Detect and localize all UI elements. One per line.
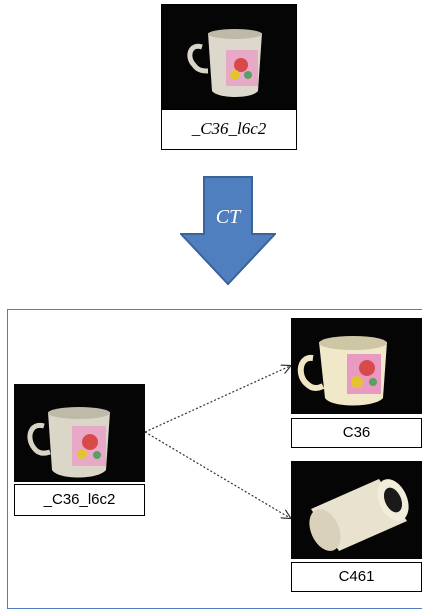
match-label: C36 (291, 418, 422, 448)
mug-photo-icon (291, 318, 422, 414)
transform-label: CT (215, 206, 241, 228)
source-label: _C36_l6c2 (14, 484, 145, 516)
query-label: _C36_l6c2 (162, 109, 296, 149)
query-card: _C36_l6c2 (161, 4, 297, 150)
query-mug-photo (162, 5, 296, 109)
roll-photo-icon (291, 461, 422, 559)
source-mug-photo (14, 384, 145, 482)
match-roll-photo (291, 461, 422, 559)
match-label: C461 (291, 562, 422, 592)
mug-photo-icon (14, 384, 145, 482)
down-arrow-icon (180, 176, 276, 286)
mug-photo-icon (162, 5, 296, 109)
match-mug-photo (291, 318, 422, 414)
